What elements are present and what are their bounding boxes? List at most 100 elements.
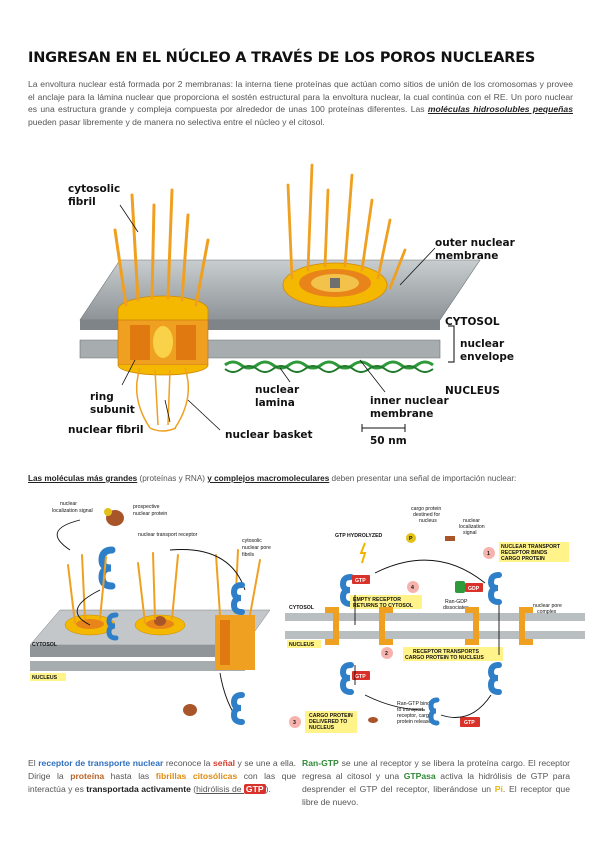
cargo-protein-icon: [104, 508, 124, 526]
left-t3: y se une a ella. Dirige la: [28, 758, 296, 781]
fig2-prospective-1: prospective: [133, 504, 160, 510]
fig3-rangtp-3: receptor, cargo: [397, 713, 432, 719]
left-senal: señal: [213, 758, 235, 768]
fig3-step1-1: NUCLEAR TRANSPORT: [501, 544, 561, 550]
left-gtp: GTP: [243, 784, 266, 794]
label-nuclear-lamina: nuclear: [255, 384, 300, 396]
left-t1: El: [28, 758, 39, 768]
fig3-rangdp-2: dissociates: [443, 605, 469, 611]
fig3-cargo-2: destined for: [413, 512, 440, 518]
left-t6: (: [190, 784, 197, 794]
label-nuclear-envelope: nuclear: [460, 338, 505, 350]
fig3-gtp-b: GTP: [355, 674, 366, 680]
fig3-step3-num: 3: [293, 720, 296, 726]
label-nucleus: NUCLEUS: [445, 385, 500, 397]
fig3-step2-2: CARGO PROTEIN TO NUCLEUS: [405, 655, 484, 661]
right-rangtp: Ran-GTP: [302, 758, 339, 768]
fig3-rangtp-1: Ran-GTP binds: [397, 701, 433, 707]
left-t5: con las que interactúa y es: [28, 771, 297, 794]
fig3-step3-3: NUCLEUS: [309, 725, 335, 731]
fig3-p: P: [409, 536, 413, 542]
intro-paragraph: La envoltura nuclear está formada por 2 …: [28, 78, 573, 128]
scale-bar: 50 nm: [361, 424, 407, 447]
label-cytosol: CYTOSOL: [445, 316, 500, 328]
section-subtitle: Las moléculas más grandes (proteínas y R…: [28, 474, 573, 483]
fig3-step4-1: EMPTY RECEPTOR: [353, 597, 401, 603]
left-hidrolisis: hidrólisis de: [196, 784, 244, 794]
fig3-pore-2: complex: [537, 609, 557, 615]
fig3-cytosol-tag: CYTOSOL: [289, 605, 315, 611]
fig3-step4-num: 4: [411, 585, 414, 591]
nuclear-lamina: [224, 360, 434, 370]
fig3-gtp-a: GTP: [355, 578, 366, 584]
fig2-nls-1: nuclear: [60, 501, 77, 507]
label-outer-membrane: outer nuclear: [435, 237, 516, 249]
ran-cycle-diagram: cargo protein destined for nucleus nucle…: [285, 506, 585, 733]
right-t3: . El receptor que libre de nuevo.: [302, 784, 570, 807]
subtitle-b: (proteínas y RNA): [137, 474, 208, 483]
label-nuclear-basket: nuclear basket: [225, 429, 313, 441]
left-receptor: receptor de transporte nuclear: [38, 758, 164, 768]
scale-label: 50 nm: [370, 435, 407, 447]
fig3-rangtp-2: to transport: [397, 707, 424, 713]
fig2-receptor: nuclear transport receptor: [138, 532, 198, 538]
label-inner-membrane-2: membrane: [370, 408, 433, 420]
fig3-rangtp-4: protein released: [397, 719, 434, 725]
fig3-step1-num: 1: [487, 551, 490, 557]
fig3-step1-3: CARGO PROTEIN: [501, 556, 545, 562]
nuclear-pore-diagram: cytosolic fibril outer nuclear membrane …: [68, 163, 516, 447]
subtitle-d: deben presentar una señal de importación…: [329, 474, 517, 483]
fig3-step3-2: DELIVERED TO: [309, 719, 347, 725]
fig2-cytosol-tag: CYTOSOL: [32, 642, 58, 648]
right-pi: Pi: [494, 784, 503, 794]
step-1-badge: [483, 547, 495, 559]
fig3-nucleus-tag: NUCLEUS: [289, 642, 315, 648]
fig3-nls-3: signal: [463, 530, 477, 536]
fig3-gdp: GDP: [468, 586, 480, 592]
label-inner-membrane: inner nuclear: [370, 395, 449, 407]
fig3-step2-num: 2: [385, 651, 388, 657]
fig2-fibrils-1: cytosolic: [242, 538, 262, 544]
pore-3: [215, 615, 255, 670]
right-t2: activa la hidrólisis de GTP para despren…: [302, 771, 570, 794]
fig3-gtp-c: GTP: [464, 720, 475, 726]
right-t1: se une al receptor y se libera la proteí…: [302, 758, 570, 781]
label-cytosolic-fibril-2: fibril: [68, 196, 96, 208]
left-activo: transportada activamente: [86, 784, 191, 794]
label-nuclear-envelope-2: envelope: [460, 351, 514, 363]
fig3-cargo-1: cargo protein: [411, 506, 441, 512]
explanation-right: Ran-GTP se une al receptor y se libera l…: [302, 757, 570, 809]
fig3-gtp-hydrolyzed: GTP HYDROLYZED: [335, 533, 383, 539]
left-t2: reconoce la: [163, 758, 214, 768]
left-t4: hasta las: [104, 771, 156, 781]
label-cytosolic-fibril: cytosolic: [68, 183, 120, 195]
fig2-prospective-2: nuclear protein: [133, 511, 167, 517]
label-outer-membrane-2: membrane: [435, 250, 498, 262]
label-ring-subunit: ring: [90, 391, 114, 403]
subtitle-a: Las moléculas más grandes: [28, 474, 138, 483]
intro-highlight: moléculas hidrosolubles pequeñas: [427, 104, 573, 115]
fig3-nls-2: localization: [459, 524, 485, 530]
page-title: INGRESAN EN EL NÚCLEO A TRAVÉS DE LOS PO…: [28, 50, 536, 66]
fig3-step3-1: CARGO PROTEIN: [309, 713, 353, 719]
lightning-icon: [359, 542, 367, 564]
fig3-nls-1: nuclear: [463, 518, 480, 524]
fig3-pore-1: nuclear pore: [533, 603, 562, 609]
label-nuclear-lamina-2: lamina: [255, 397, 295, 409]
left-proteina: proteína: [70, 771, 105, 781]
subtitle-c: y complejos macromoleculares: [207, 474, 330, 483]
fig2-nucleus-tag: NUCLEUS: [32, 675, 58, 681]
intro-text-end: pueden pasar libremente y de manera no s…: [28, 116, 325, 127]
left-t7: ).: [265, 784, 271, 794]
pore-complex-cutaway: [113, 188, 210, 432]
label-ring-subunit-2: subunit: [90, 404, 135, 416]
fig2-fibrils-2: nuclear pore: [242, 545, 271, 551]
pore-2: [134, 614, 186, 636]
intro-text: La envoltura nuclear está formada por 2 …: [28, 79, 573, 115]
fig3-step1-2: RECEPTOR BINDS: [501, 550, 548, 556]
pore-complex-top: [282, 163, 407, 308]
left-fibrillas: fibrillas citosólicas: [155, 771, 238, 781]
nuclear-import-diagram: nuclear localization signal prospective …: [29, 501, 271, 725]
right-gtpasa: GTPasa: [403, 771, 436, 781]
fig2-fibrils-3: fibrils: [242, 552, 255, 558]
